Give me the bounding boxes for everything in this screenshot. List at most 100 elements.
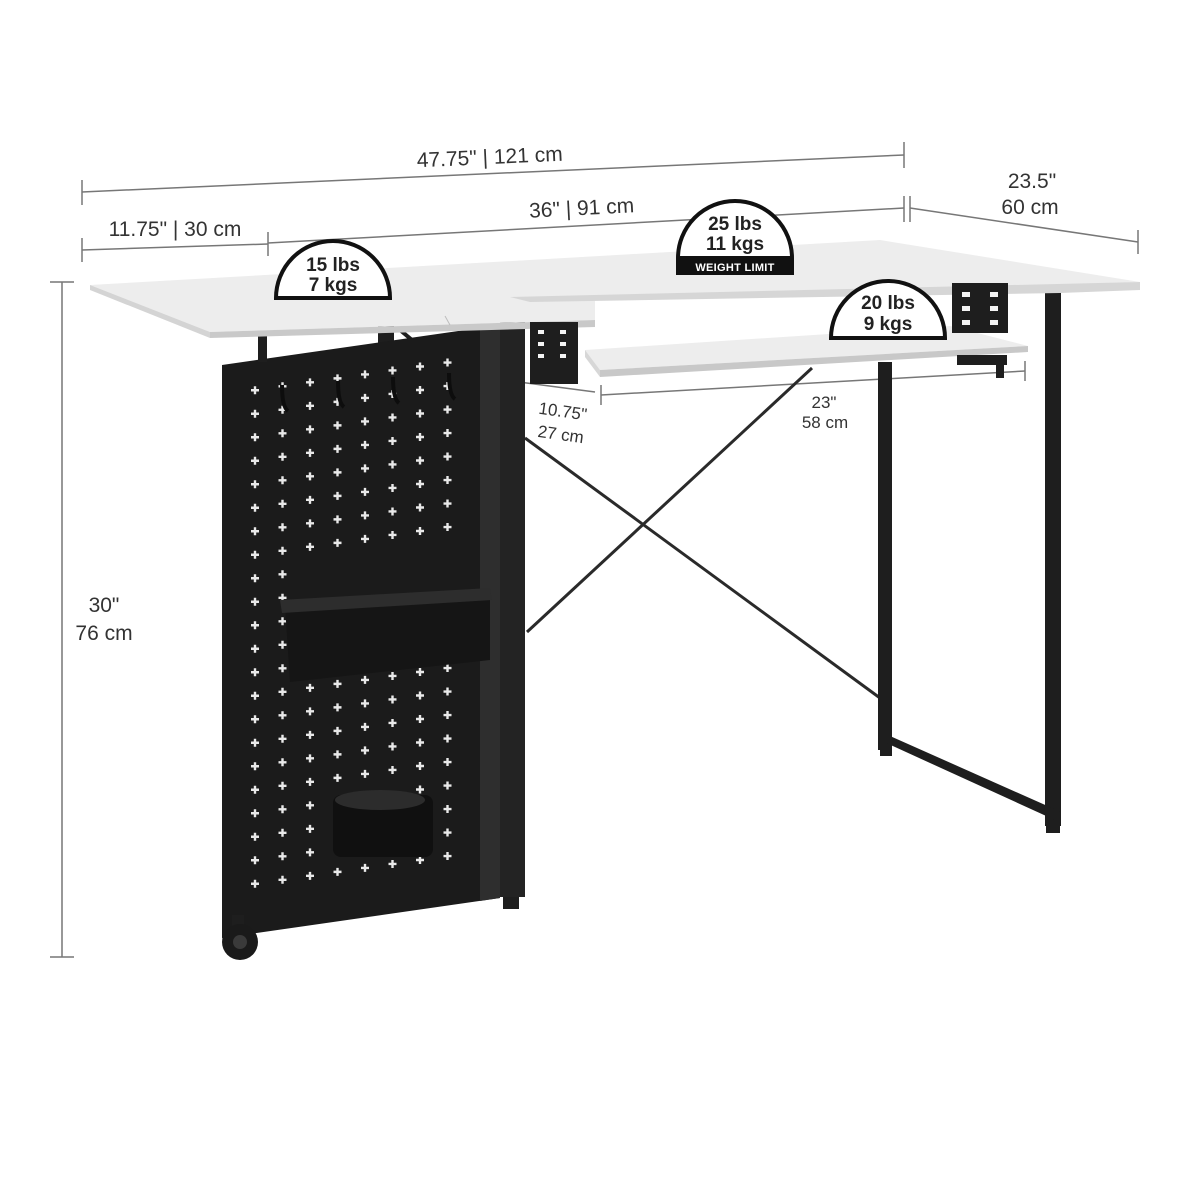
bracket-inches-label: 10.75" [537, 399, 588, 425]
weight-badge-top: 25 lbs 11 kgs WEIGHT LIMIT [675, 199, 795, 275]
pegboard-hole [361, 487, 369, 496]
pegboard-hole [416, 480, 424, 489]
pegboard-hole [333, 444, 342, 453]
pegboard-hole [361, 393, 369, 402]
pegboard-hole [361, 769, 369, 778]
pegboard-hole [278, 476, 287, 485]
pegboard-hole [306, 448, 314, 457]
pegboard-hole [251, 738, 259, 747]
pegboard-hole [361, 722, 369, 731]
pegboard-hole [278, 781, 287, 790]
pegboard-hole [416, 738, 424, 747]
pegboard-hole [251, 433, 259, 442]
main-top-width-label: 36" | 91 cm [529, 194, 635, 222]
pegboard-hole [443, 476, 452, 485]
pegboard-hole [416, 668, 424, 677]
pegboard-hole [251, 668, 259, 677]
pegboard-hole [361, 699, 369, 708]
dimension-lines [50, 142, 1139, 958]
pegboard-hole [416, 715, 424, 724]
weight-badge-top-line1: 25 lbs [708, 214, 762, 235]
pegboard-hole [306, 754, 314, 763]
height-cm-label: 76 cm [75, 622, 132, 645]
pegboard-hole [306, 777, 314, 786]
pegboard-hole [443, 781, 452, 790]
pegboard-hole [361, 440, 369, 449]
pegboard-hole [251, 503, 259, 512]
pegboard-hole [251, 621, 259, 630]
pegboard-hole [416, 762, 424, 771]
pegboard-hole [278, 617, 287, 626]
pegboard-hole [333, 538, 342, 547]
pegboard-hole [278, 570, 287, 579]
pegboard-hole [251, 409, 259, 418]
pegboard-hole [388, 765, 397, 774]
pegboard-hole [333, 867, 342, 876]
pegboard-hole [251, 550, 259, 559]
pegboard-hole [251, 527, 259, 536]
pegboard-hole [278, 852, 287, 861]
pegboard-hole [278, 546, 287, 555]
pegboard-hole [388, 366, 397, 375]
pegboard-hole [388, 718, 397, 727]
pegboard-hole [251, 809, 259, 818]
weight-badge-leaf-line2: 7 kgs [309, 275, 358, 296]
pegboard-hole [416, 386, 424, 395]
pegboard-hole [278, 734, 287, 743]
pegboard-hole [251, 644, 259, 653]
pegboard-hole [388, 530, 397, 539]
pegboard-hole [278, 429, 287, 438]
weight-badge-shelf-line2: 9 kgs [864, 314, 913, 335]
pegboard-hole [278, 640, 287, 649]
sewing-table-illustration [90, 240, 1140, 960]
pegboard-hole [306, 519, 314, 528]
pegboard-hole [416, 856, 424, 865]
pegboard-hole [278, 523, 287, 532]
pegboard-hole [361, 464, 369, 473]
pegboard-hole [416, 503, 424, 512]
pegboard-hole [443, 452, 452, 461]
overall-width-label: 47.75" | 121 cm [416, 143, 563, 173]
pegboard-hole [278, 711, 287, 720]
pegboard-hole [278, 828, 287, 837]
pegboard-hole [443, 852, 452, 861]
pegboard-hole [251, 480, 259, 489]
pegboard-hole [388, 671, 397, 680]
pegboard-hole [443, 805, 452, 814]
shelf-cm-label: 58 cm [802, 413, 848, 432]
pegboard-hole [443, 711, 452, 720]
pegboard-hole [361, 511, 369, 520]
pegboard-hole [251, 574, 259, 583]
pegboard-hole [333, 468, 342, 477]
pegboard-hole [306, 401, 314, 410]
pegboard-hole [251, 386, 259, 395]
pegboard-hole [416, 456, 424, 465]
pegboard-hole [251, 832, 259, 841]
pegboard-hole [443, 499, 452, 508]
pegboard-hole [443, 429, 452, 438]
pegboard-hole [306, 683, 314, 692]
pegboard-hole [416, 362, 424, 371]
pegboard-hole [416, 433, 424, 442]
pegboard-hole [278, 452, 287, 461]
pegboard-hole [443, 405, 452, 414]
pegboard-hole [333, 421, 342, 430]
shelf-inches-label: 23" [812, 393, 837, 412]
depth-cm-label: 60 cm [1001, 196, 1058, 219]
pegboard-hole [361, 863, 369, 872]
pegboard-hole [278, 805, 287, 814]
caster-wheel [222, 915, 258, 960]
pegboard-hole [333, 679, 342, 688]
pegboard-hole [416, 785, 424, 794]
pegboard-hole [388, 413, 397, 422]
weight-badge-shelf-line1: 20 lbs [861, 293, 915, 314]
pegboard-hole [333, 773, 342, 782]
pegboard-hole [251, 785, 259, 794]
pegboard-hole [251, 879, 259, 888]
pegboard-hole [278, 664, 287, 673]
weight-badge-top-caption: WEIGHT LIMIT [695, 262, 774, 274]
pegboard-hole [388, 507, 397, 516]
pegboard-hole [443, 758, 452, 767]
pegboard-hole [306, 495, 314, 504]
